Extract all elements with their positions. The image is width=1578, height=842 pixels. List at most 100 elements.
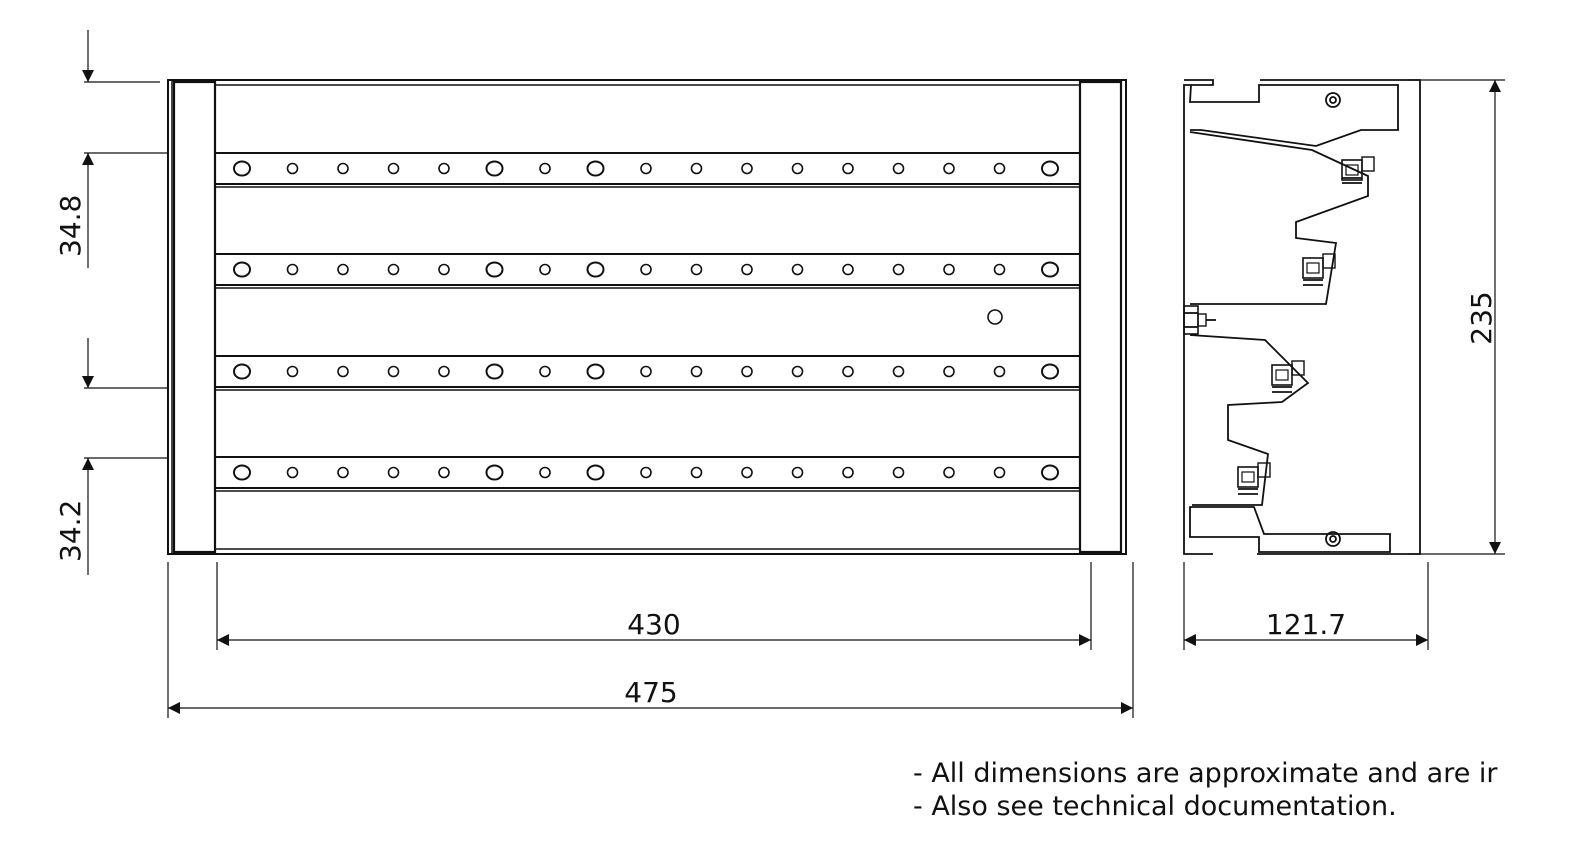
rail bbox=[214, 355, 1081, 391]
mounting-hole bbox=[286, 365, 299, 378]
mounting-hole bbox=[791, 466, 804, 479]
mounting-hole bbox=[387, 466, 400, 479]
mounting-hole bbox=[842, 263, 854, 276]
mounting-hole bbox=[438, 466, 450, 479]
mounting-hole bbox=[387, 263, 400, 276]
mounting-hole bbox=[741, 466, 753, 479]
large-mounting-hole bbox=[233, 160, 251, 177]
top-screw bbox=[1325, 92, 1341, 108]
mounting-hole bbox=[943, 263, 955, 276]
dim-depth: 121.7 bbox=[1266, 608, 1346, 641]
mounting-hole bbox=[438, 263, 450, 276]
mounting-hole bbox=[690, 466, 703, 479]
mounting-hole bbox=[640, 263, 652, 276]
mounting-hole bbox=[892, 466, 905, 479]
mounting-hole bbox=[993, 263, 1006, 276]
large-mounting-hole bbox=[233, 363, 251, 380]
front-view bbox=[167, 79, 1127, 555]
mounting-hole bbox=[337, 466, 349, 479]
notes: - All dimensions are approximate and are… bbox=[913, 757, 1498, 823]
mounting-hole bbox=[337, 263, 349, 276]
large-mounting-hole bbox=[485, 363, 504, 380]
clamp-1 bbox=[1341, 156, 1375, 184]
mounting-hole bbox=[539, 162, 551, 175]
note-documentation: - Also see technical documentation. bbox=[913, 791, 1397, 822]
side-bottom-bracket bbox=[1189, 506, 1391, 553]
single-hole bbox=[987, 309, 1003, 325]
right-end-plate bbox=[1078, 80, 1123, 554]
mounting-hole bbox=[438, 365, 450, 378]
mounting-rails bbox=[214, 152, 1081, 492]
side-view bbox=[1183, 79, 1421, 555]
large-mounting-hole bbox=[586, 160, 605, 177]
front-outer-frame bbox=[167, 79, 1127, 555]
rail bbox=[214, 456, 1081, 492]
dim-inner-width: 430 bbox=[627, 608, 680, 641]
mounting-hole bbox=[640, 365, 652, 378]
mounting-hole bbox=[690, 263, 703, 276]
rail bbox=[214, 152, 1081, 188]
mounting-hole bbox=[337, 365, 349, 378]
large-mounting-hole bbox=[485, 464, 504, 481]
mounting-hole bbox=[993, 466, 1006, 479]
side-top-bracket bbox=[1189, 84, 1399, 147]
large-mounting-hole bbox=[586, 464, 605, 481]
dim-height: 235 bbox=[1465, 291, 1498, 344]
mounting-hole bbox=[741, 162, 753, 175]
dimension-lines bbox=[82, 30, 1505, 718]
large-mounting-hole bbox=[233, 464, 251, 481]
clamp-2 bbox=[1302, 253, 1336, 286]
dim-offset-top: 34.8 bbox=[54, 195, 87, 257]
clamp-4 bbox=[1237, 462, 1271, 495]
dim-offset-bottom: 34.2 bbox=[54, 500, 87, 562]
large-mounting-hole bbox=[586, 261, 605, 278]
mounting-hole bbox=[791, 263, 804, 276]
mounting-hole bbox=[539, 365, 551, 378]
mounting-hole bbox=[842, 466, 854, 479]
mounting-hole bbox=[539, 466, 551, 479]
mounting-hole bbox=[640, 466, 652, 479]
mounting-hole bbox=[438, 162, 450, 175]
mounting-hole bbox=[690, 365, 703, 378]
large-mounting-hole bbox=[485, 261, 504, 278]
mounting-hole bbox=[993, 365, 1006, 378]
mounting-hole bbox=[791, 162, 804, 175]
mounting-hole bbox=[741, 263, 753, 276]
mounting-hole bbox=[640, 162, 652, 175]
large-mounting-hole bbox=[586, 363, 605, 380]
mounting-hole bbox=[892, 263, 905, 276]
note-approximate: - All dimensions are approximate and are… bbox=[913, 758, 1498, 789]
large-mounting-hole bbox=[233, 261, 251, 278]
mounting-hole bbox=[286, 263, 299, 276]
mounting-hole bbox=[539, 263, 551, 276]
dim-overall-width: 475 bbox=[624, 676, 677, 709]
side-housing-outline bbox=[1183, 79, 1421, 555]
mounting-hole bbox=[842, 162, 854, 175]
large-mounting-hole bbox=[1041, 261, 1059, 278]
mounting-hole bbox=[943, 162, 955, 175]
mounting-hole bbox=[741, 365, 753, 378]
mounting-hole bbox=[791, 365, 804, 378]
mounting-hole bbox=[993, 162, 1006, 175]
left-end-plate bbox=[172, 80, 217, 554]
mounting-hole bbox=[892, 365, 905, 378]
side-bolt bbox=[1183, 305, 1216, 335]
mounting-hole bbox=[892, 162, 905, 175]
rail bbox=[214, 253, 1081, 289]
large-mounting-hole bbox=[485, 160, 504, 177]
clamp-3 bbox=[1271, 360, 1305, 393]
mounting-hole bbox=[842, 365, 854, 378]
mounting-hole bbox=[387, 162, 400, 175]
large-mounting-hole bbox=[1041, 363, 1059, 380]
large-mounting-hole bbox=[1041, 464, 1059, 481]
mounting-hole bbox=[943, 466, 955, 479]
mounting-hole bbox=[387, 365, 400, 378]
mounting-hole bbox=[286, 162, 299, 175]
mounting-hole bbox=[690, 162, 703, 175]
mounting-hole bbox=[286, 466, 299, 479]
dimension-labels: 34.8 34.2 430 475 121.7 235 bbox=[54, 195, 1498, 709]
mounting-hole bbox=[943, 365, 955, 378]
side-comb-plate bbox=[1189, 131, 1369, 506]
mounting-hole bbox=[337, 162, 349, 175]
